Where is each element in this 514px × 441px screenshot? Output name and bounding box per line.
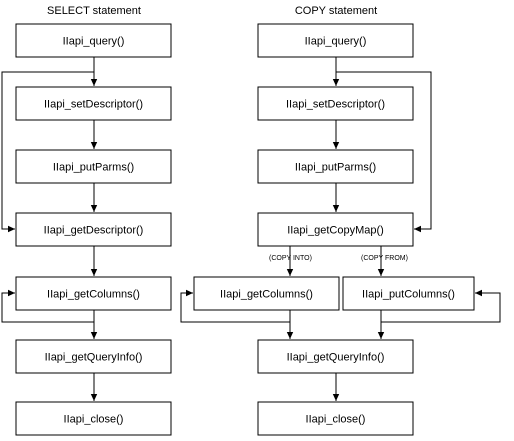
copy-box-put-columns: IIapi_putColumns() (342, 276, 475, 311)
select-box-query-label: IIapi_query() (63, 36, 125, 48)
select-box-get-descriptor: IIapi_getDescriptor() (15, 212, 172, 247)
copy-box-put-parms-label: IIapi_putParms() (295, 162, 376, 174)
copy-box-set-descriptor: IIapi_setDescriptor() (257, 86, 414, 121)
copy-box-close-label: IIapi_close() (306, 414, 366, 426)
select-box-get-columns-label: IIapi_getColumns() (47, 289, 140, 301)
copy-box-put-parms: IIapi_putParms() (257, 149, 414, 184)
copy-box-get-query-info: IIapi_getQueryInfo() (257, 339, 414, 374)
copy-loop-arrow-put-columns (381, 289, 501, 323)
select-box-get-query-info: IIapi_getQueryInfo() (15, 339, 172, 374)
copy-box-query-label: IIapi_query() (305, 36, 367, 48)
copy-box-get-columns-label: IIapi_getColumns() (220, 289, 313, 301)
select-bypass-arrow-query-to-get-descriptor (1, 71, 94, 233)
copy-box-query: IIapi_query() (257, 23, 414, 58)
copy-box-get-columns: IIapi_getColumns() (193, 276, 340, 311)
copy-loop-arrow-get-columns (180, 289, 290, 323)
select-box-put-parms-label: IIapi_putParms() (53, 162, 134, 174)
copy-box-get-copy-map-label: IIapi_getCopyMap() (287, 225, 384, 237)
select-box-set-descriptor: IIapi_setDescriptor() (15, 86, 172, 121)
select-box-query: IIapi_query() (15, 23, 172, 58)
select-statement-title: SELECT statement (47, 5, 141, 17)
select-box-get-columns: IIapi_getColumns() (15, 276, 172, 311)
copy-box-close: IIapi_close() (257, 401, 414, 436)
copy-box-get-copy-map: IIapi_getCopyMap() (257, 212, 414, 247)
select-box-get-descriptor-label: IIapi_getDescriptor() (44, 225, 144, 237)
select-box-put-parms: IIapi_putParms() (15, 149, 172, 184)
select-box-get-query-info-label: IIapi_getQueryInfo() (45, 352, 143, 364)
copy-from-branch-label: (COPY FROM) (361, 255, 408, 262)
select-loop-arrow-get-columns (1, 289, 94, 323)
select-box-close: IIapi_close() (15, 401, 172, 436)
copy-bypass-arrow-query-to-get-copy-map (336, 71, 432, 233)
copy-box-put-columns-label: IIapi_putColumns() (362, 289, 455, 301)
copy-box-set-descriptor-label: IIapi_setDescriptor() (286, 99, 385, 111)
select-box-close-label: IIapi_close() (64, 414, 124, 426)
copy-statement-title: COPY statement (295, 5, 377, 17)
copy-box-get-query-info-label: IIapi_getQueryInfo() (287, 352, 385, 364)
select-box-set-descriptor-label: IIapi_setDescriptor() (44, 99, 143, 111)
